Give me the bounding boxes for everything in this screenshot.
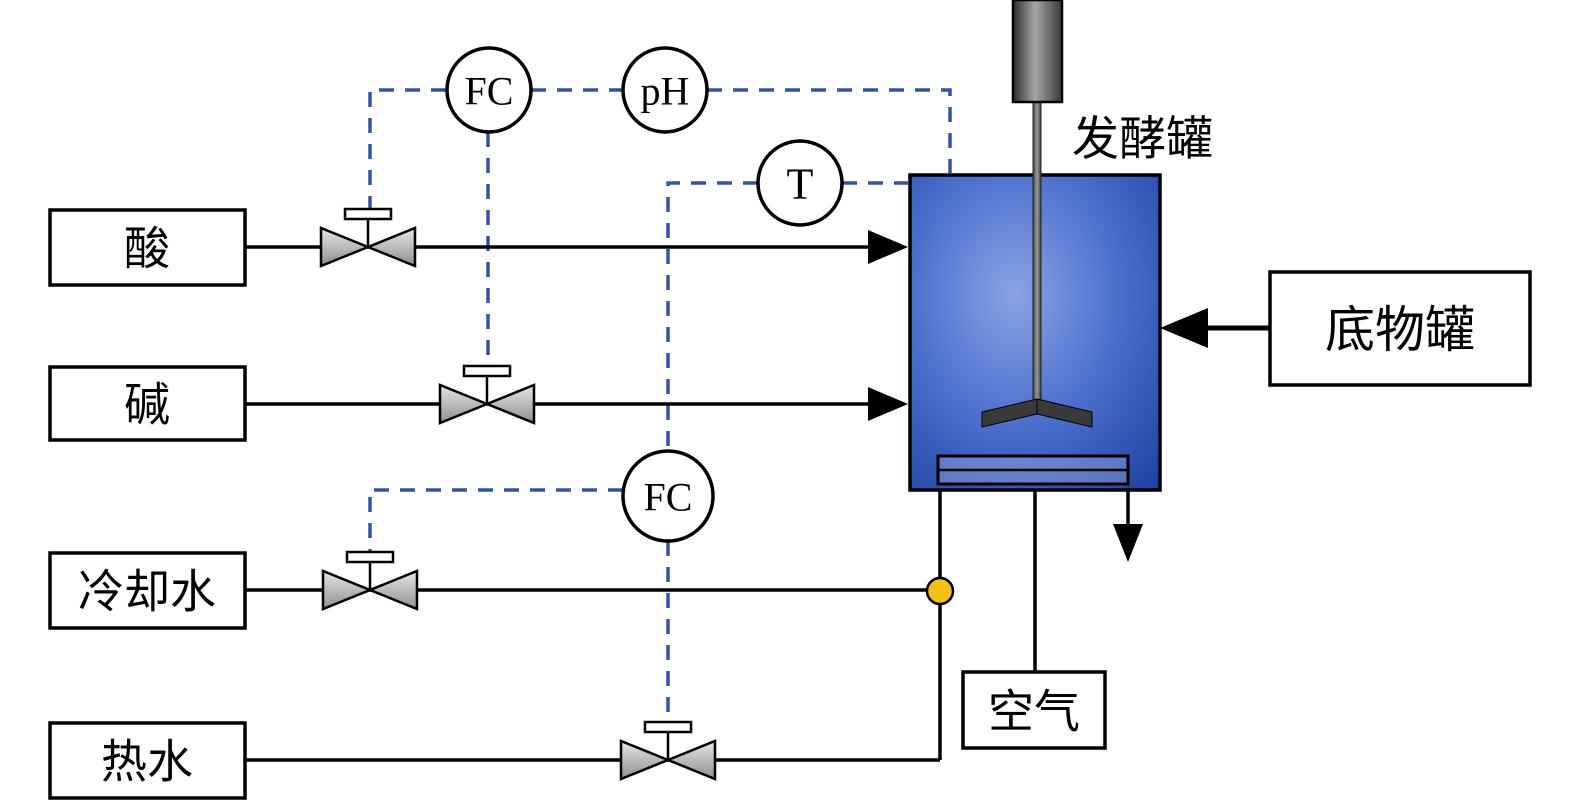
alkali-arrow: [868, 387, 908, 421]
flow-controller-top-circle: [445, 46, 533, 134]
valve-hot-water: [619, 720, 717, 781]
valve-acid: [319, 207, 417, 268]
agitator-shaft: [1032, 99, 1042, 411]
valve-alkali: [438, 364, 536, 425]
alkali-box: [48, 365, 247, 442]
ph-controller-circle: [621, 46, 709, 134]
flow-controller-bottom-label: FC: [644, 475, 693, 520]
pipe-junction-dot: [925, 576, 955, 606]
impeller-blade-right: [1036, 398, 1093, 428]
air-box: [961, 670, 1107, 750]
hot-water-label: 热水: [101, 737, 193, 788]
air-label: 空气: [988, 687, 1080, 738]
valves: [319, 207, 717, 781]
acid-box: [48, 208, 247, 287]
valve-body-right: [366, 569, 419, 611]
valve-body-left: [619, 739, 672, 781]
instruments: FC pH T FC: [445, 46, 844, 543]
flow-controller-bottom-circle: [621, 449, 715, 543]
substrate-arrow: [1160, 308, 1208, 348]
flow-controller-top-label: FC: [465, 69, 514, 114]
valve-handle: [345, 550, 395, 564]
acid-arrow: [868, 230, 908, 264]
valve-handle: [462, 364, 512, 378]
valve-body-left: [319, 226, 372, 268]
valve-body-left: [438, 383, 491, 425]
valve-handle: [343, 207, 393, 221]
fermenter-tank: 发酵罐: [908, 0, 1213, 492]
temp-controller-label: T: [787, 160, 814, 209]
valve-body-right: [483, 383, 536, 425]
valve-handle: [643, 720, 693, 734]
signal-lines: [368, 88, 952, 725]
valve-cooling-water: [321, 550, 419, 611]
ph-controller-label: pH: [641, 69, 690, 114]
hot-water-box: [48, 721, 247, 800]
signal-temp-to-fc-bottom: [666, 181, 758, 450]
signal-fc-top-to-acid-valve: [368, 88, 446, 212]
alkali-label: 碱: [124, 380, 170, 431]
cooling-water-box: [48, 551, 247, 630]
signal-ph-to-tank: [707, 88, 952, 173]
cooling-water-label: 冷却水: [78, 567, 216, 618]
source-boxes: 酸 碱 冷却水 热水 底物罐 空气: [48, 208, 1532, 800]
substrate-tank-label: 底物罐: [1325, 302, 1475, 358]
temp-controller-circle: [756, 139, 844, 227]
acid-label: 酸: [124, 224, 170, 275]
agitator-motor: [1011, 0, 1064, 104]
valve-body-left: [321, 569, 374, 611]
signal-fc-bottom-to-cooling-valve: [368, 488, 623, 554]
outlet-arrow: [1113, 524, 1143, 562]
valve-body-right: [664, 739, 717, 781]
valve-body-right: [364, 226, 417, 268]
fermenter-label: 发酵罐: [1072, 114, 1213, 166]
substrate-tank-box: [1268, 270, 1532, 387]
